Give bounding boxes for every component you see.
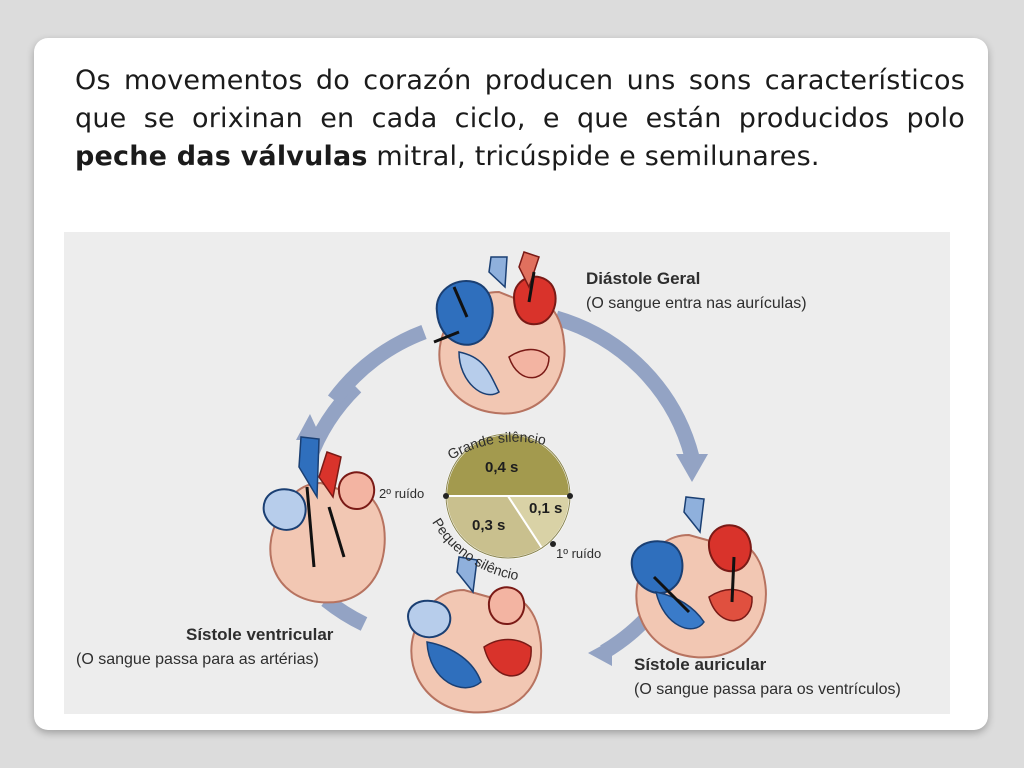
atrial-systole-subtitle: (O sangue passa para os ventrículos) — [634, 681, 901, 698]
cardiac-cycle-diagram: 0,4 s 0,1 s 0,3 s Grande silêncio Pequen… — [76, 251, 901, 714]
ventricular-systole-title: Sístole ventricular — [186, 625, 334, 644]
heart-ventricular-systole-illustration — [407, 556, 543, 714]
timer-small-silence-value: 0,3 s — [472, 517, 505, 534]
arrowhead-left — [296, 414, 322, 440]
intro-paragraph: Os movementos do corazón producen uns so… — [75, 62, 965, 176]
transition-marker — [567, 493, 573, 499]
arrowhead-right — [676, 454, 708, 482]
first-sound-label: 1º ruído — [556, 546, 601, 561]
cardiac-cycle-figure: 0,4 s 0,1 s 0,3 s Grande silêncio Pequen… — [64, 232, 950, 714]
heart-diastole-illustration — [433, 251, 566, 415]
second-sound-label: 2º ruído — [379, 486, 424, 501]
intro-text-bold: peche das válvulas — [75, 141, 368, 172]
first-sound-marker — [550, 541, 556, 547]
atrial-systole-title: Sístole auricular — [634, 655, 767, 674]
cycle-arrowheads — [296, 414, 708, 666]
intro-text-part1: Os movementos do corazón producen uns so… — [75, 65, 965, 134]
heart-atrial-systole-illustration — [630, 496, 767, 659]
diastole-title: Diástole Geral — [586, 269, 700, 288]
timer-transition-value: 0,1 s — [529, 500, 562, 517]
heart-ejection-illustration — [262, 436, 386, 604]
cycle-arrow-top-right — [553, 310, 700, 459]
intro-text-part2: mitral, tricúspide e semilunares. — [367, 141, 820, 172]
timer-big-silence-value: 0,4 s — [485, 459, 518, 476]
second-sound-marker — [443, 493, 449, 499]
arrowhead-bottom — [588, 640, 612, 666]
cycle-arrow-top-left — [327, 324, 427, 405]
cycle-timer: 0,4 s 0,1 s 0,3 s Grande silêncio Pequen… — [379, 429, 601, 583]
ventricular-systole-subtitle: (O sangue passa para as artérias) — [76, 651, 319, 668]
diastole-subtitle: (O sangue entra nas aurículas) — [586, 295, 807, 312]
cycle-arrow-bottom-left — [321, 594, 368, 631]
